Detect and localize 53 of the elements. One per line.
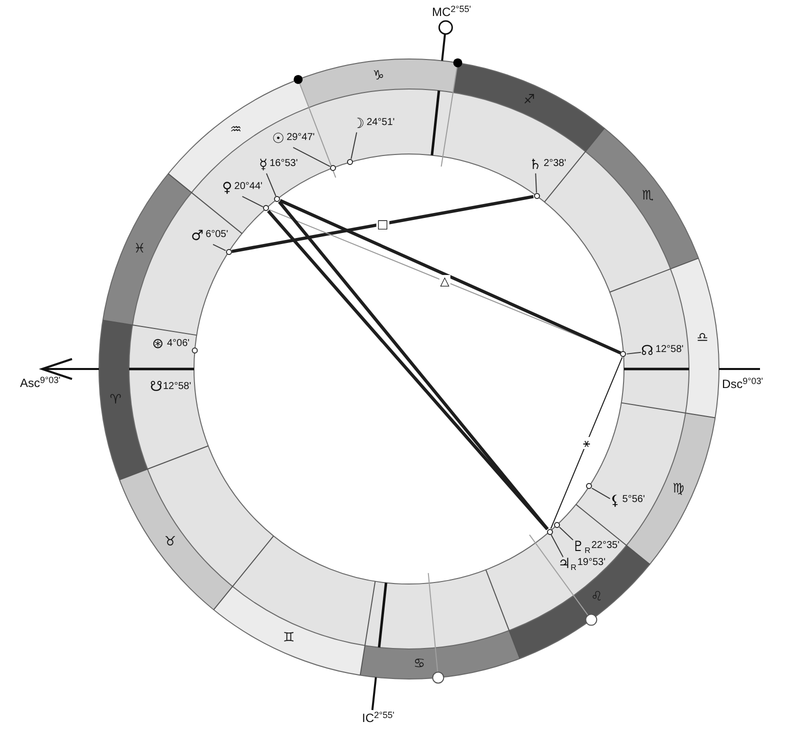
degree-label: 4°06'	[167, 338, 190, 349]
degree-label: 16°53'	[270, 158, 298, 169]
zodiac-sign-symbol: ♊	[282, 632, 295, 645]
degree-label: 6°05'	[206, 229, 228, 240]
planet-symbol: ♃$_{R}$	[558, 557, 576, 572]
aspect-symbol: □	[376, 218, 390, 230]
zodiac-sign-symbol: ♐	[523, 93, 536, 106]
planet-symbol: ⚸	[610, 494, 620, 510]
degree-label: 24°51'	[366, 117, 395, 128]
angle-label: Dsc$^{9°03'}$	[722, 375, 764, 393]
planet-symbol: ♇$_{R}$	[572, 540, 590, 556]
planet-symbol: ☿	[259, 158, 268, 174]
degree-label: 19°53'	[577, 557, 606, 568]
angle-label: Asc$^{9°03'}$	[20, 374, 60, 392]
zodiac-sign-symbol: ♈	[110, 393, 122, 406]
degree-label: 2°38'	[544, 158, 566, 169]
planet-symbol: ♄	[529, 158, 542, 174]
zodiac-sign-symbol: ♉	[164, 536, 176, 549]
leader-line	[626, 352, 642, 354]
degree-label: 5°56'	[622, 494, 645, 505]
degree-label: 20°44'	[234, 181, 262, 192]
planet-symbol: ♂	[191, 229, 204, 244]
degree-label: 22°35'	[591, 540, 620, 551]
zodiac-sign-symbol: ♎	[696, 332, 708, 345]
zodiac-sign-symbol: ♏	[642, 189, 654, 202]
degree-label: 29°47'	[286, 132, 315, 143]
zodiac-sign-symbol: ♌	[590, 590, 602, 604]
angle-label: MC$^{2°55'}$	[432, 3, 472, 21]
angle-label: IC$^{2°55'}$	[362, 709, 394, 727]
degree-label: 12°58'	[163, 381, 192, 392]
leader-line	[535, 172, 537, 194]
aspect-symbol: △	[439, 275, 450, 288]
leader-line	[242, 196, 264, 208]
planet-symbol: ☋	[150, 380, 162, 396]
leader-line	[212, 244, 226, 252]
planet-symbol: ☊	[641, 344, 654, 360]
aspect-line	[232, 195, 534, 253]
planet-symbol: ☽	[352, 117, 365, 132]
leader-line	[266, 172, 276, 197]
planet-symbol: ♀	[222, 181, 232, 196]
zodiac-sign-symbol: ♋	[413, 657, 426, 670]
aspect-line	[550, 356, 623, 530]
degree-label: 12°58'	[655, 344, 684, 355]
planet-symbol: ☉	[272, 132, 285, 148]
leader-line	[550, 534, 564, 558]
zodiac-sign-symbol: ♑	[372, 69, 384, 82]
zodiac-sign-symbol: ♍	[672, 482, 684, 496]
aspect-symbol: ⚹	[582, 436, 592, 449]
zodiac-sign-symbol: ♒	[230, 124, 242, 137]
planet-symbol: ⊛	[152, 337, 164, 352]
zodiac-sign-symbol: ♓	[134, 242, 146, 256]
leader-line	[591, 488, 610, 500]
leader-line	[558, 526, 574, 540]
